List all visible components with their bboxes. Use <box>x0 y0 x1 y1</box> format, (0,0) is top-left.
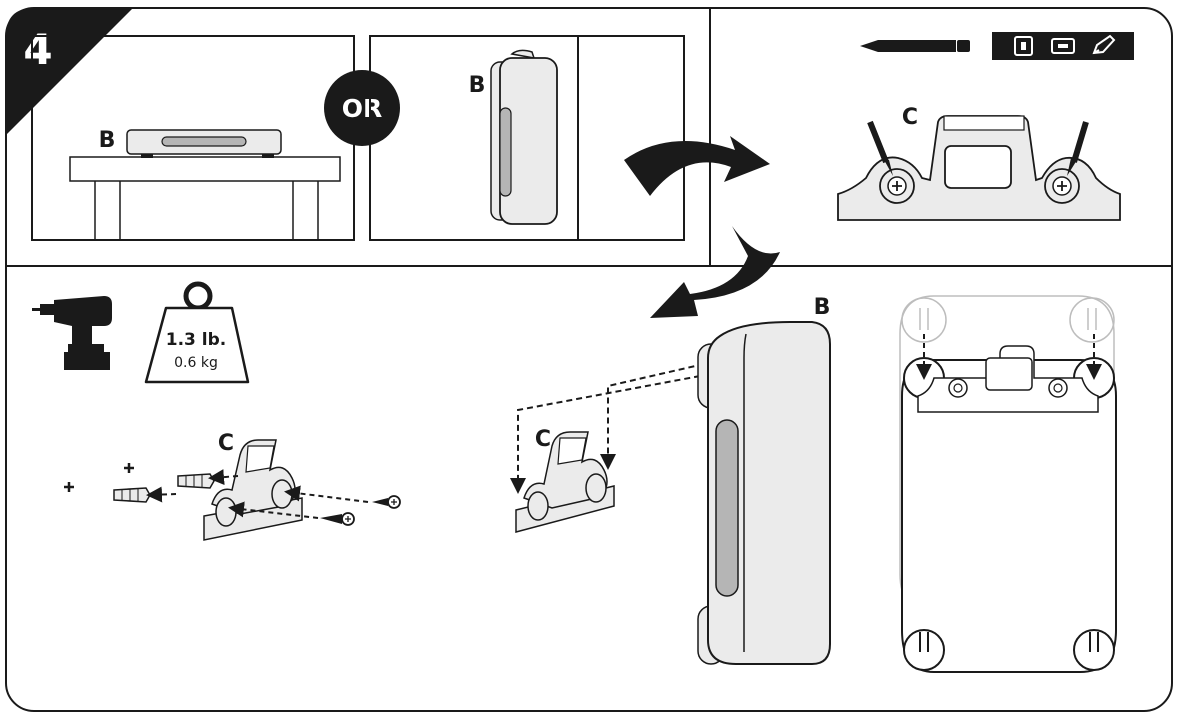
wall-mark-2 <box>124 463 134 473</box>
device-label-wall: B <box>469 73 486 98</box>
weight-icon: 1.3 lb. 0.6 kg <box>144 281 250 384</box>
panel-mark-holes: C <box>837 32 1134 221</box>
or-badge: OR <box>324 70 400 146</box>
panel-wall-placement: B <box>369 35 685 241</box>
curved-arrow-down-left <box>650 226 780 318</box>
pencil-mark-right <box>1067 121 1089 176</box>
level-horizontal-icon <box>1051 38 1075 54</box>
weight-lb: 1.3 lb. <box>166 330 227 350</box>
marker-icon <box>1092 34 1116 55</box>
bracket-install: C <box>113 431 401 541</box>
back-view-alignment <box>899 295 1117 673</box>
bracket-label-mark: C <box>902 105 918 130</box>
pencil-mark-left <box>867 120 893 176</box>
wall-mark-1 <box>64 482 74 492</box>
weight-kg: 0.6 kg <box>174 355 218 371</box>
curved-arrow-right <box>624 136 770 196</box>
drill-icon <box>32 296 112 370</box>
step-frame <box>5 7 1173 712</box>
step-number: 4 <box>23 25 52 74</box>
wall-anchor-lower <box>113 487 151 503</box>
bracket-label-install: C <box>218 431 234 456</box>
device-label-hang: B <box>814 295 831 320</box>
pencil-icon <box>860 40 970 52</box>
hang-device: C B <box>510 295 831 665</box>
screw-lower <box>320 512 355 526</box>
step-badge: 4 <box>6 8 133 135</box>
or-label: OR <box>342 94 383 123</box>
screw-upper <box>372 495 401 509</box>
level-icon <box>1014 36 1033 56</box>
device-label-flat: B <box>99 128 116 153</box>
bracket-label-hang: C <box>535 427 551 452</box>
panel-table-placement: B <box>31 35 355 241</box>
wall-anchor-upper <box>177 473 215 489</box>
table <box>69 156 341 182</box>
